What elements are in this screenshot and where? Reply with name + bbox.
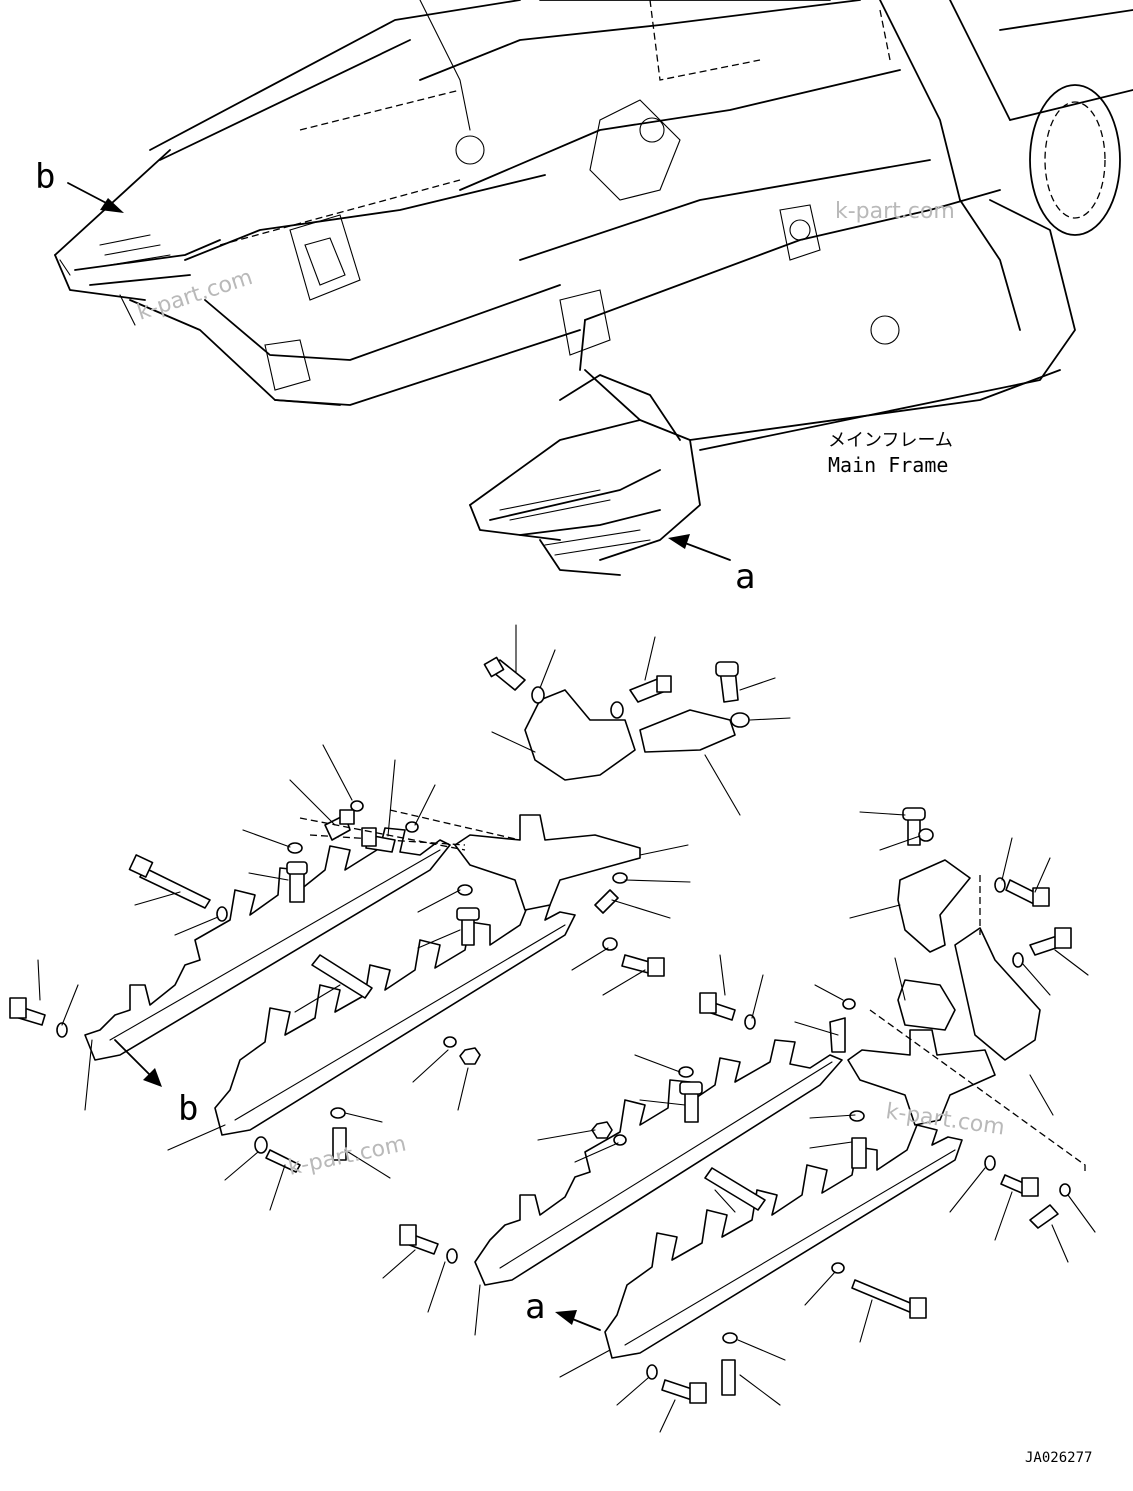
- view-b-arrow-upper: [67, 182, 124, 213]
- main-frame-drawing: [54, 0, 1133, 576]
- view-a-label-lower: a: [525, 1287, 545, 1327]
- left-undercover-assembly: [84, 689, 736, 1136]
- view-a-label-upper: a: [735, 557, 755, 597]
- view-b-label-upper: b: [35, 157, 55, 197]
- leader-lines: [37, 624, 1096, 1433]
- view-b-label-lower: b: [178, 1089, 198, 1129]
- watermark-bottom-left: k-part.com: [286, 1132, 408, 1181]
- right-undercover-assembly: [474, 859, 1041, 1359]
- watermark-top-right: k-part.com: [835, 199, 955, 224]
- drawing-code: JA026277: [1025, 1450, 1092, 1466]
- view-b-arrow-lower: [114, 1039, 162, 1087]
- view-a-arrow-upper: [668, 534, 731, 561]
- view-a-arrow-lower: [555, 1310, 601, 1331]
- watermark-top-left: k-part.com: [134, 265, 256, 326]
- hardware-fasteners: [9, 656, 1072, 1404]
- main-frame-label-jp: メインフレーム: [828, 430, 953, 451]
- main-frame-label-en: Main Frame: [828, 453, 948, 477]
